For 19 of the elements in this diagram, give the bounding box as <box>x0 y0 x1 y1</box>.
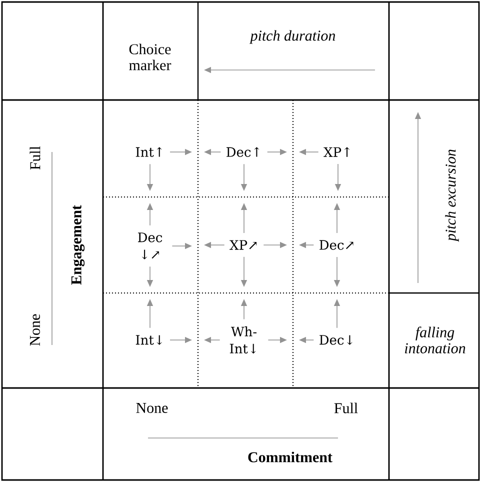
category-label: XP↑ <box>324 147 350 157</box>
scale-label: Full <box>334 402 358 414</box>
cell-label: falling intonation <box>405 326 466 354</box>
category-label: Dec↑ <box>226 147 260 157</box>
cell-label: Choice marker <box>129 44 172 70</box>
category-label: Dec ↓↗ <box>138 232 162 260</box>
scale-label: None <box>30 314 40 346</box>
category-label: Dec↗ <box>320 240 354 250</box>
scale-label: Full <box>30 146 40 170</box>
scale-label: None <box>136 403 168 413</box>
category-label: Dec↓ <box>320 335 352 345</box>
category-label: Int↑ <box>136 147 162 157</box>
cell-label: pitch duration <box>249 30 336 44</box>
axis-title: Commitment <box>248 452 332 462</box>
axis-title: Engagement <box>71 205 85 285</box>
cell-label: pitch excursion <box>445 150 459 242</box>
category-label: XP↗ <box>230 240 257 250</box>
category-label: Wh- Int↓ <box>230 326 256 354</box>
category-label: Int↓ <box>136 335 162 345</box>
